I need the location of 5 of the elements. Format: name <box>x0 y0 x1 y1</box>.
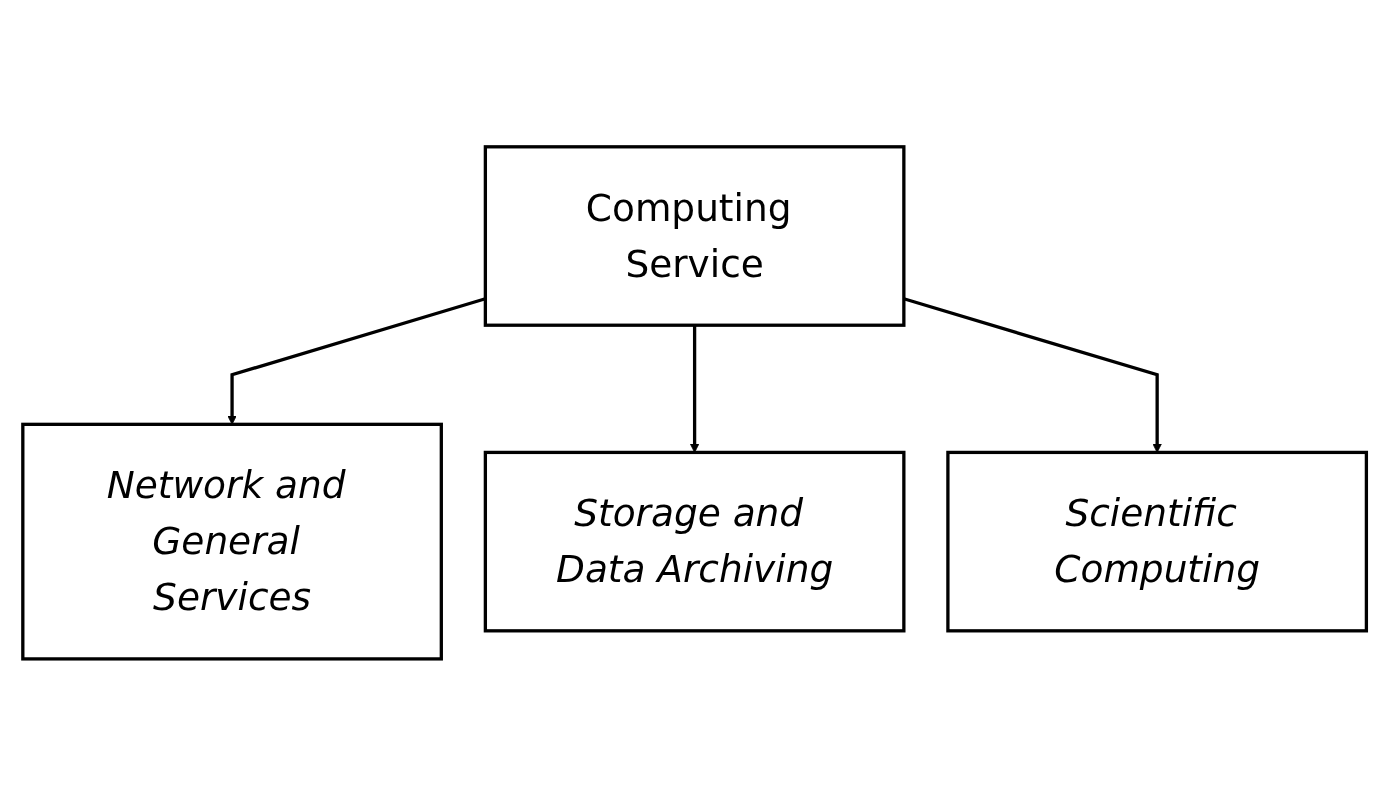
node-box: Storage and Data Archiving <box>483 450 906 633</box>
arrow <box>689 324 700 453</box>
node-box: Scientific Computing <box>946 450 1368 633</box>
node-box: Computing Service <box>483 144 906 327</box>
node-box: Network and General Services <box>21 422 443 661</box>
